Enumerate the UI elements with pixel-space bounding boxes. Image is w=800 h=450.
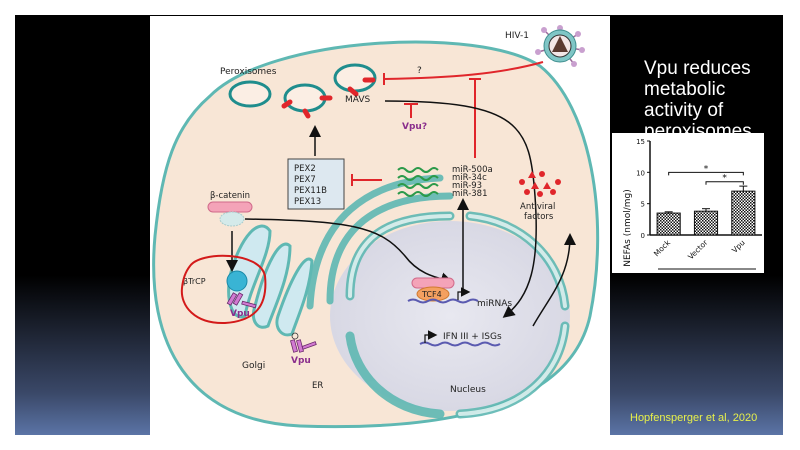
x-tick-label: Vpu [730,238,747,255]
beta-catenin-label: β-catenin [210,191,250,201]
mir-item: miR-381 [452,189,488,199]
mir-item: miR-93 [452,181,482,191]
dna-strand [407,298,479,304]
title-line: metabolic [644,79,726,100]
vpu-label: Vpu [230,309,250,319]
pex-item: PEX13 [294,197,321,207]
mirnas-label: miRNAs [477,299,512,309]
nucleus [330,221,570,411]
btrcp-label: βTrCP [183,277,206,286]
mir-item: miR-500a [452,165,493,175]
pex-box [287,158,345,210]
arrow-mavs-to-ifn [384,100,537,318]
antiviral-factors-icon [519,171,561,197]
ifn-label: IFN III + ISGs [443,332,502,342]
pathway-diagram: Peroxisomes MAVS HIV-1 ? Vpu? PEX2 PEX7 … [152,25,600,429]
pathway-figure: Peroxisomes MAVS HIV-1 ? Vpu? PEX2 PEX7 … [150,16,610,436]
er-label: ER [312,381,323,391]
question-label: ? [417,66,422,76]
degraded-protein [219,211,245,227]
citation: Hopfensperger et al, 2020 [630,412,758,424]
antiviral-label: factors [524,212,554,222]
mavs-markers [281,77,376,119]
red-highlight-circle [180,254,267,325]
tcf4-label: TCF4 [421,290,442,299]
x-tick-label: Vector [686,237,710,261]
y-tick-label: 10 [636,169,645,177]
tcf4-protein [416,286,450,302]
significance-label: * [722,174,727,184]
arrow-ifn-to-antiviral [532,233,576,327]
hiv-label: HIV-1 [505,31,529,41]
y-tick-label: 15 [636,138,645,146]
beta-catenin-protein [207,201,253,213]
inhibition-lines [351,61,544,186]
vpu-protein-icon [290,332,317,353]
y-axis-label: NEFAs (nmol/mg) [623,189,633,267]
pex-item: PEX2 [294,164,316,174]
hiv-virion-icon [535,25,585,67]
golgi-label: Golgi [242,361,265,371]
bar [731,190,756,236]
y-tick-label: 5 [641,201,645,209]
mirna-waves-icon [397,167,439,197]
bar [656,212,681,236]
dna-strand [419,341,501,347]
title-line: activity of [644,100,724,121]
vpu-protein-icon [226,292,257,309]
y-tick-label: 0 [641,232,645,240]
significance-label: * [704,164,709,174]
pex-item: PEX7 [294,175,316,185]
antiviral-label: Antiviral [520,202,555,212]
title-line: Vpu reduces [644,58,751,79]
vpu-question-label: Vpu? [402,122,427,132]
x-tick-label: Mock [652,238,673,259]
nucleus-label: Nucleus [450,385,486,395]
arrow-to-tcf4 [244,218,453,285]
btrcp-protein [226,270,248,292]
significance-bracket [705,181,744,185]
mavs-label: MAVS [345,95,371,105]
peroxisomes-label: Peroxisomes [220,67,277,77]
significance-bracket [668,171,744,176]
slide-title: Vpu reduces metabolic activity of peroxi… [644,58,752,142]
bar [693,210,719,236]
mir-item: miR-34c [452,173,487,183]
vpu-label: Vpu [291,356,311,366]
pex-item: PEX11B [294,186,327,196]
